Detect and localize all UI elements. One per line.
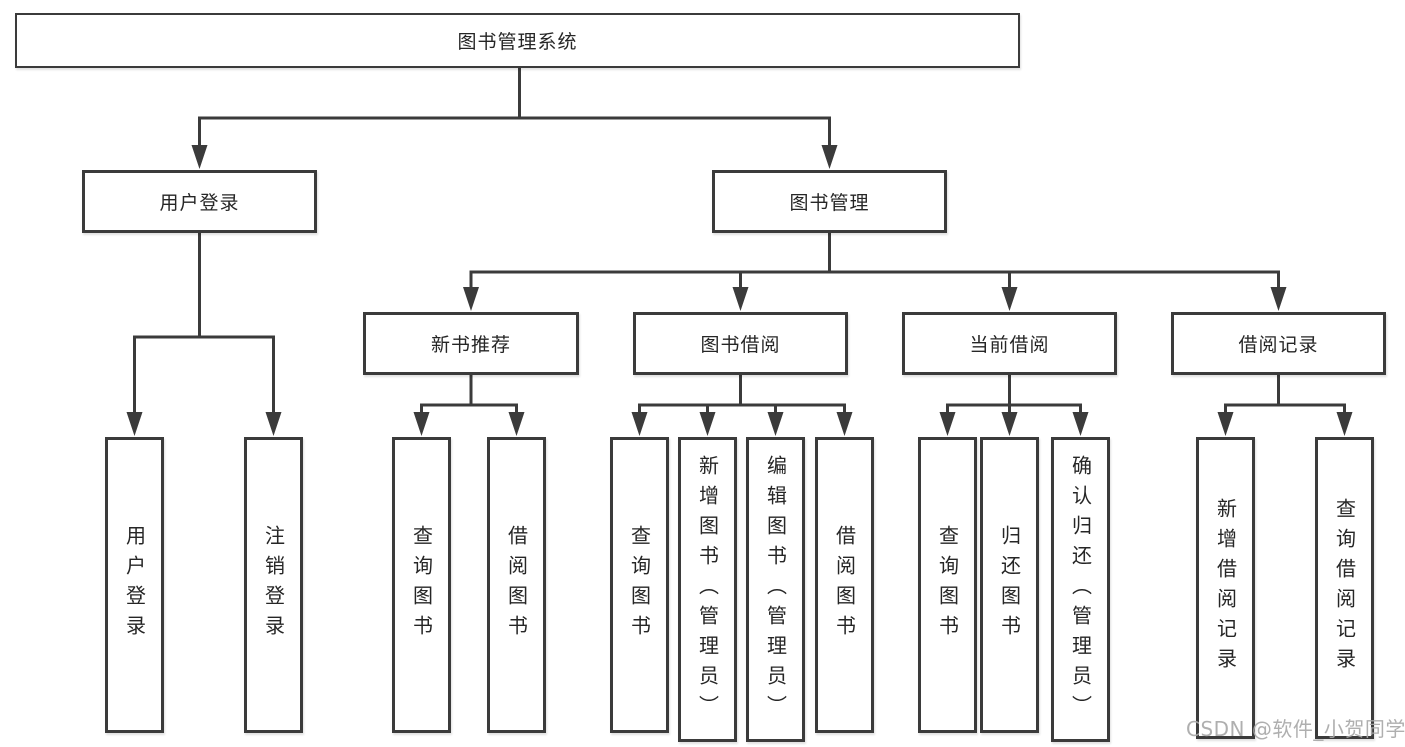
leaf-add-book-admin: 新增图书（管理员） — [678, 437, 737, 742]
node-borrow-records-label: 借阅记录 — [1238, 334, 1319, 356]
node-root-label: 图书管理系统 — [457, 31, 578, 53]
leaf-query-books-borrow: 查询图书 — [610, 437, 669, 733]
node-current-borrow-label: 当前借阅 — [969, 334, 1050, 356]
node-book-borrow-label: 图书借阅 — [700, 334, 781, 356]
node-user-login-branch-label: 用户登录 — [159, 192, 240, 214]
node-book-borrow: 图书借阅 — [633, 312, 848, 375]
leaf-logout: 注销登录 — [244, 437, 303, 733]
leaf-borrow-books-recommend: 借阅图书 — [487, 437, 546, 733]
watermark-text: CSDN @软件_小贺同学 — [1186, 717, 1405, 741]
leaf-borrow-books: 借阅图书 — [815, 437, 874, 733]
leaf-user-login: 用户登录 — [105, 437, 164, 733]
node-current-borrow: 当前借阅 — [902, 312, 1117, 375]
leaf-query-borrow-record: 查询借阅记录 — [1315, 437, 1374, 739]
leaf-return-book: 归还图书 — [980, 437, 1039, 733]
node-book-management-label: 图书管理 — [789, 192, 870, 214]
arrow-heads — [126, 145, 1353, 436]
node-user-login-branch: 用户登录 — [82, 170, 317, 233]
leaf-query-books-current: 查询图书 — [918, 437, 977, 733]
node-root: 图书管理系统 — [15, 13, 1020, 68]
leaf-query-books-recommend: 查询图书 — [392, 437, 451, 733]
leaf-edit-book-admin: 编辑图书（管理员） — [746, 437, 805, 742]
node-borrow-records: 借阅记录 — [1171, 312, 1386, 375]
node-new-book-recommend: 新书推荐 — [363, 312, 579, 375]
node-new-book-recommend-label: 新书推荐 — [430, 334, 511, 356]
leaf-add-borrow-record: 新增借阅记录 — [1196, 437, 1255, 739]
leaf-confirm-return-admin: 确认归还（管理员） — [1051, 437, 1110, 742]
node-book-management: 图书管理 — [712, 170, 947, 233]
